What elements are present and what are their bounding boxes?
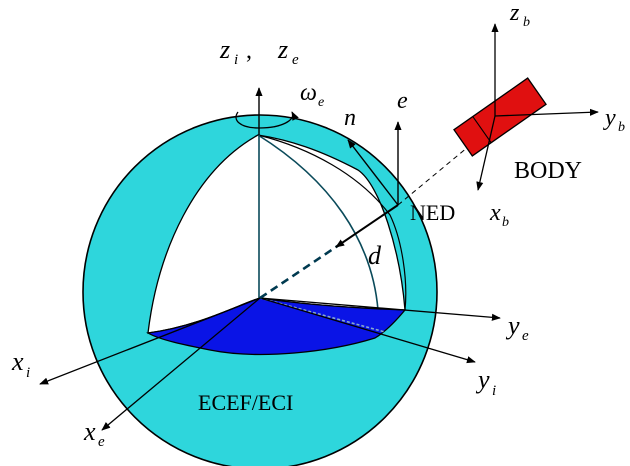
label-ned: NED — [410, 200, 455, 225]
label-ye: y e — [505, 311, 529, 344]
svg-text:i: i — [234, 52, 238, 68]
svg-text:e: e — [318, 95, 324, 110]
svg-text:ω: ω — [300, 80, 317, 106]
svg-text:e: e — [522, 328, 529, 344]
svg-text:x: x — [489, 200, 501, 226]
yb-axis-arrow — [494, 108, 599, 117]
svg-text:e: e — [98, 434, 105, 450]
svg-text:i: i — [492, 383, 496, 399]
svg-text:x: x — [83, 417, 96, 446]
body-block — [453, 77, 547, 157]
svg-text:,: , — [246, 38, 252, 64]
meridian-line — [257, 134, 379, 311]
label-ecef-eci: ECEF/ECI — [198, 390, 293, 415]
label-body: BODY — [514, 158, 582, 184]
label-e: e — [397, 88, 408, 114]
svg-text:y: y — [475, 365, 490, 394]
label-n: n — [344, 105, 356, 131]
svg-text:x: x — [11, 347, 24, 376]
label-zb: z b — [509, 0, 530, 30]
label-xi: x i — [11, 347, 30, 381]
svg-text:z: z — [277, 35, 288, 64]
svg-text:y: y — [603, 105, 616, 131]
radius-dashed — [259, 241, 343, 300]
svg-text:e: e — [292, 52, 299, 68]
svg-text:z: z — [509, 0, 520, 26]
label-yb: y b — [603, 105, 625, 135]
label-d: d — [368, 241, 382, 270]
radius-vector-arrow — [335, 204, 399, 248]
ned-body-dashed — [397, 141, 475, 206]
svg-text:i: i — [26, 365, 30, 381]
xi-axis-arrow — [39, 297, 261, 385]
svg-text:b: b — [502, 215, 509, 230]
yi-axis-arrow — [259, 297, 476, 364]
xe-axis-arrow — [101, 297, 261, 431]
label-omega: ω e — [300, 80, 324, 110]
label-xe: x e — [83, 417, 105, 450]
rotation-arrow — [235, 111, 299, 129]
svg-text:y: y — [505, 311, 520, 340]
ned-n-axis-arrow — [347, 139, 399, 206]
label-yi: y i — [475, 365, 496, 399]
label-xb: x b — [489, 200, 509, 230]
cutaway-rim — [257, 134, 407, 311]
svg-text:z: z — [219, 35, 230, 64]
xb-axis-arrow — [476, 115, 496, 191]
label-zi-ze: z i , z e — [219, 35, 299, 68]
svg-text:b: b — [523, 15, 530, 30]
ye-axis-arrow — [259, 297, 501, 321]
svg-text:b: b — [618, 120, 625, 135]
